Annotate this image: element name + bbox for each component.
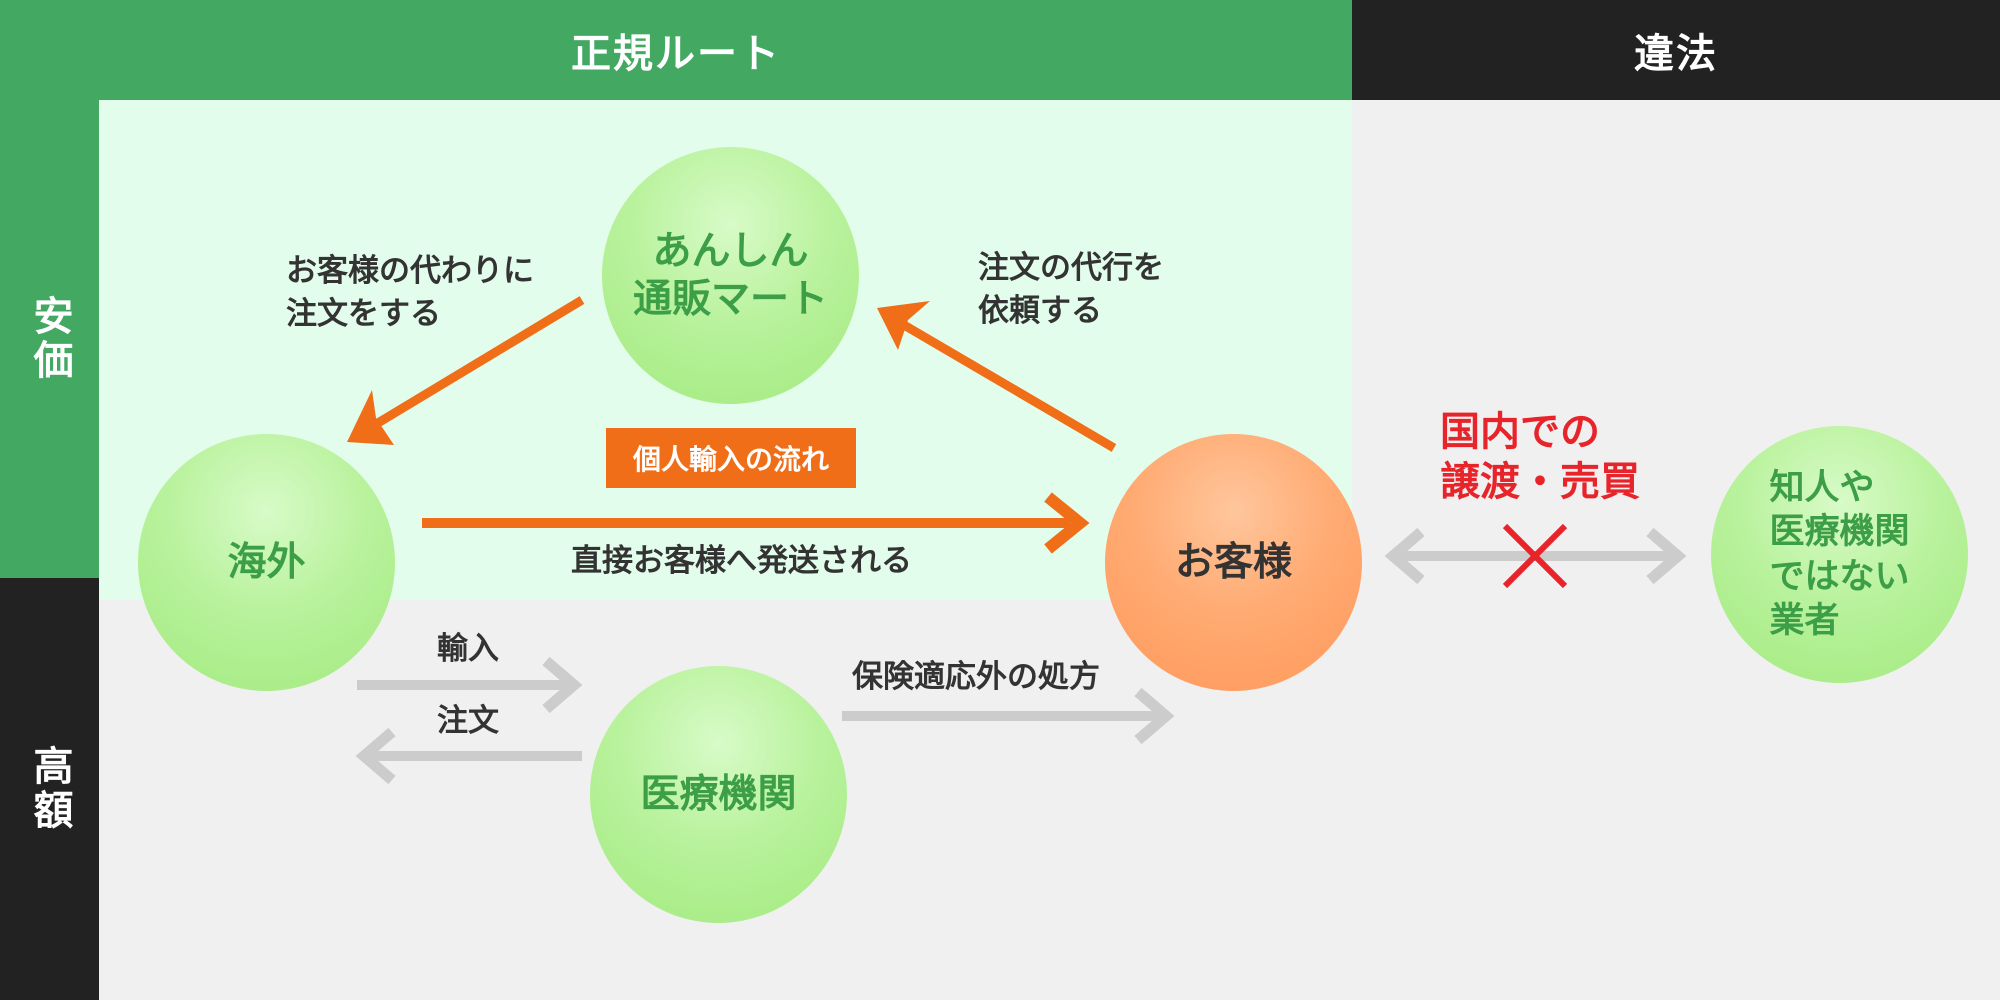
arrowhead-prescription bbox=[1134, 687, 1175, 745]
illegal-header: 違法 bbox=[1352, 0, 2000, 100]
order-label: 注文 bbox=[437, 703, 499, 739]
overseas-node-label: 海外 bbox=[227, 539, 306, 585]
import-label: 輸入 bbox=[437, 631, 499, 667]
acquaintance-node: 知人や 医療機関 ではない 業者 bbox=[1711, 426, 1968, 683]
request-proxy-label: 注文の代行を 依頼する bbox=[978, 250, 1164, 330]
prohibited-cross-icon bbox=[1502, 523, 1568, 589]
arrow-service-to-overseas bbox=[355, 296, 585, 439]
arrowhead-service bbox=[877, 301, 930, 350]
order-on-behalf-label: お客様の代わりに 注文をする bbox=[286, 253, 534, 333]
arrowhead-overseas bbox=[347, 390, 394, 445]
arrowhead-transfer-right bbox=[1646, 527, 1687, 585]
arrowhead-customer bbox=[1044, 492, 1090, 554]
arrowhead-order bbox=[355, 727, 396, 785]
expensive-sidebar: 高額 bbox=[0, 578, 99, 1000]
overseas-node: 海外 bbox=[138, 434, 395, 691]
service-node: あんしん 通販マート bbox=[602, 147, 859, 404]
legal-route-header: 正規ルート bbox=[0, 0, 1352, 100]
arrow-customer-to-service bbox=[889, 314, 1117, 452]
domestic-transfer-label: 国内での 譲渡・売買 bbox=[1440, 409, 1640, 505]
cheap-sidebar: 安価 bbox=[0, 100, 99, 578]
medical-node: 医療機関 bbox=[590, 666, 847, 923]
medical-node-label: 医療機関 bbox=[640, 771, 797, 817]
arrowhead-import bbox=[542, 656, 583, 714]
cheap-label: 安価 bbox=[26, 295, 73, 383]
direct-ship-label: 直接お客様へ発送される bbox=[571, 543, 912, 579]
arrowhead-transfer-left bbox=[1384, 527, 1425, 585]
customer-node: お客様 bbox=[1105, 434, 1362, 691]
legal-route-title: 正規ルート bbox=[571, 31, 781, 77]
flow-badge: 個人輸入の流れ bbox=[606, 428, 856, 488]
uninsured-prescription-label: 保険適応外の処方 bbox=[852, 659, 1100, 695]
customer-node-label: お客様 bbox=[1174, 539, 1292, 585]
service-node-label: あんしん 通販マート bbox=[632, 228, 828, 322]
expensive-label: 高額 bbox=[26, 745, 73, 833]
illegal-title: 違法 bbox=[1634, 31, 1718, 77]
acquaintance-node-label: 知人や 医療機関 ではない 業者 bbox=[1769, 467, 1910, 641]
